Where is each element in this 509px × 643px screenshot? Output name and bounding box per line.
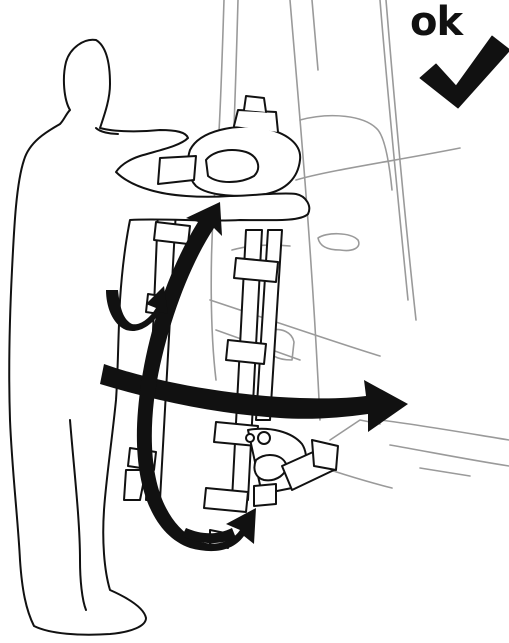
checkmark-icon (420, 36, 509, 108)
ok-status-label: ok (410, 2, 462, 42)
